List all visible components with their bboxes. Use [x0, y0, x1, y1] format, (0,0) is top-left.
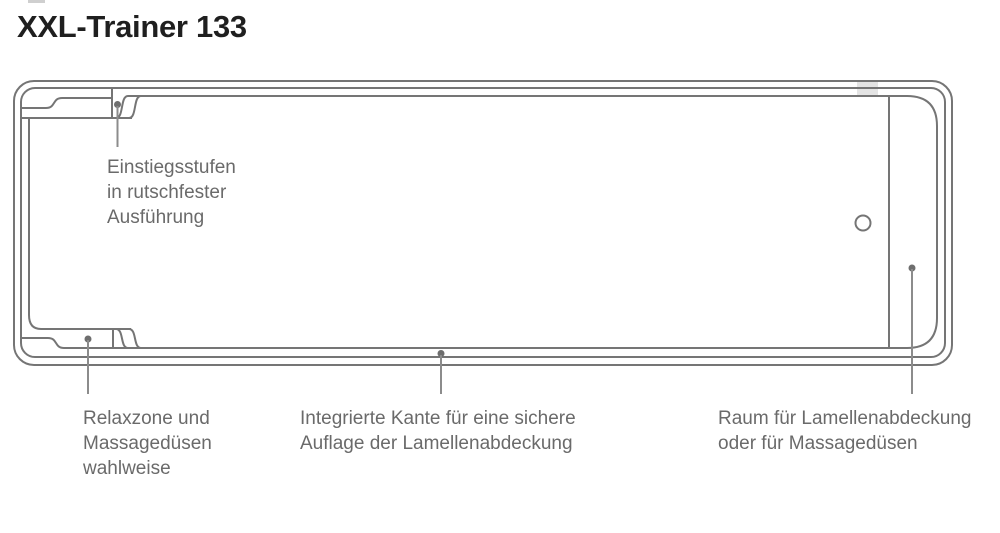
pool-outer-edge	[13, 80, 953, 366]
label-relax-zone: Relaxzone und Massagedüsen wahlweise	[83, 408, 212, 479]
leader-cover	[908, 264, 916, 394]
page-title: XXL-Trainer 133	[17, 9, 247, 44]
relax-zone-bottom-left	[21, 328, 142, 349]
leader-steps	[114, 101, 121, 147]
step-curve-2	[128, 95, 142, 119]
leader-relax	[84, 335, 92, 394]
massage-jet-fitting	[854, 214, 872, 232]
leader-dot	[908, 264, 916, 272]
pool-rim-edge	[20, 87, 946, 358]
relax-curve-2	[128, 328, 142, 349]
label-entry-steps: Einstiegsstufen in rutschfester Ausführu…	[107, 157, 236, 228]
leader-dot	[437, 350, 445, 357]
step-tread-upper	[21, 97, 112, 109]
leader-dot	[84, 335, 92, 343]
label-integrated-edge: Integrierte Kante für eine sichere Aufla…	[300, 408, 576, 454]
relax-curve-1	[115, 328, 129, 349]
pool-basin-edge	[64, 95, 938, 349]
relax-tread-lower	[21, 337, 65, 349]
label-cover-space: Raum für Lamellenabdeckung oder für Mass…	[718, 408, 972, 454]
pool-basin-left-edge	[28, 118, 42, 330]
page-edge-artifact	[28, 0, 45, 3]
leader-dot	[114, 101, 121, 108]
leader-edge	[437, 350, 445, 394]
entry-steps-top-left	[21, 88, 142, 119]
